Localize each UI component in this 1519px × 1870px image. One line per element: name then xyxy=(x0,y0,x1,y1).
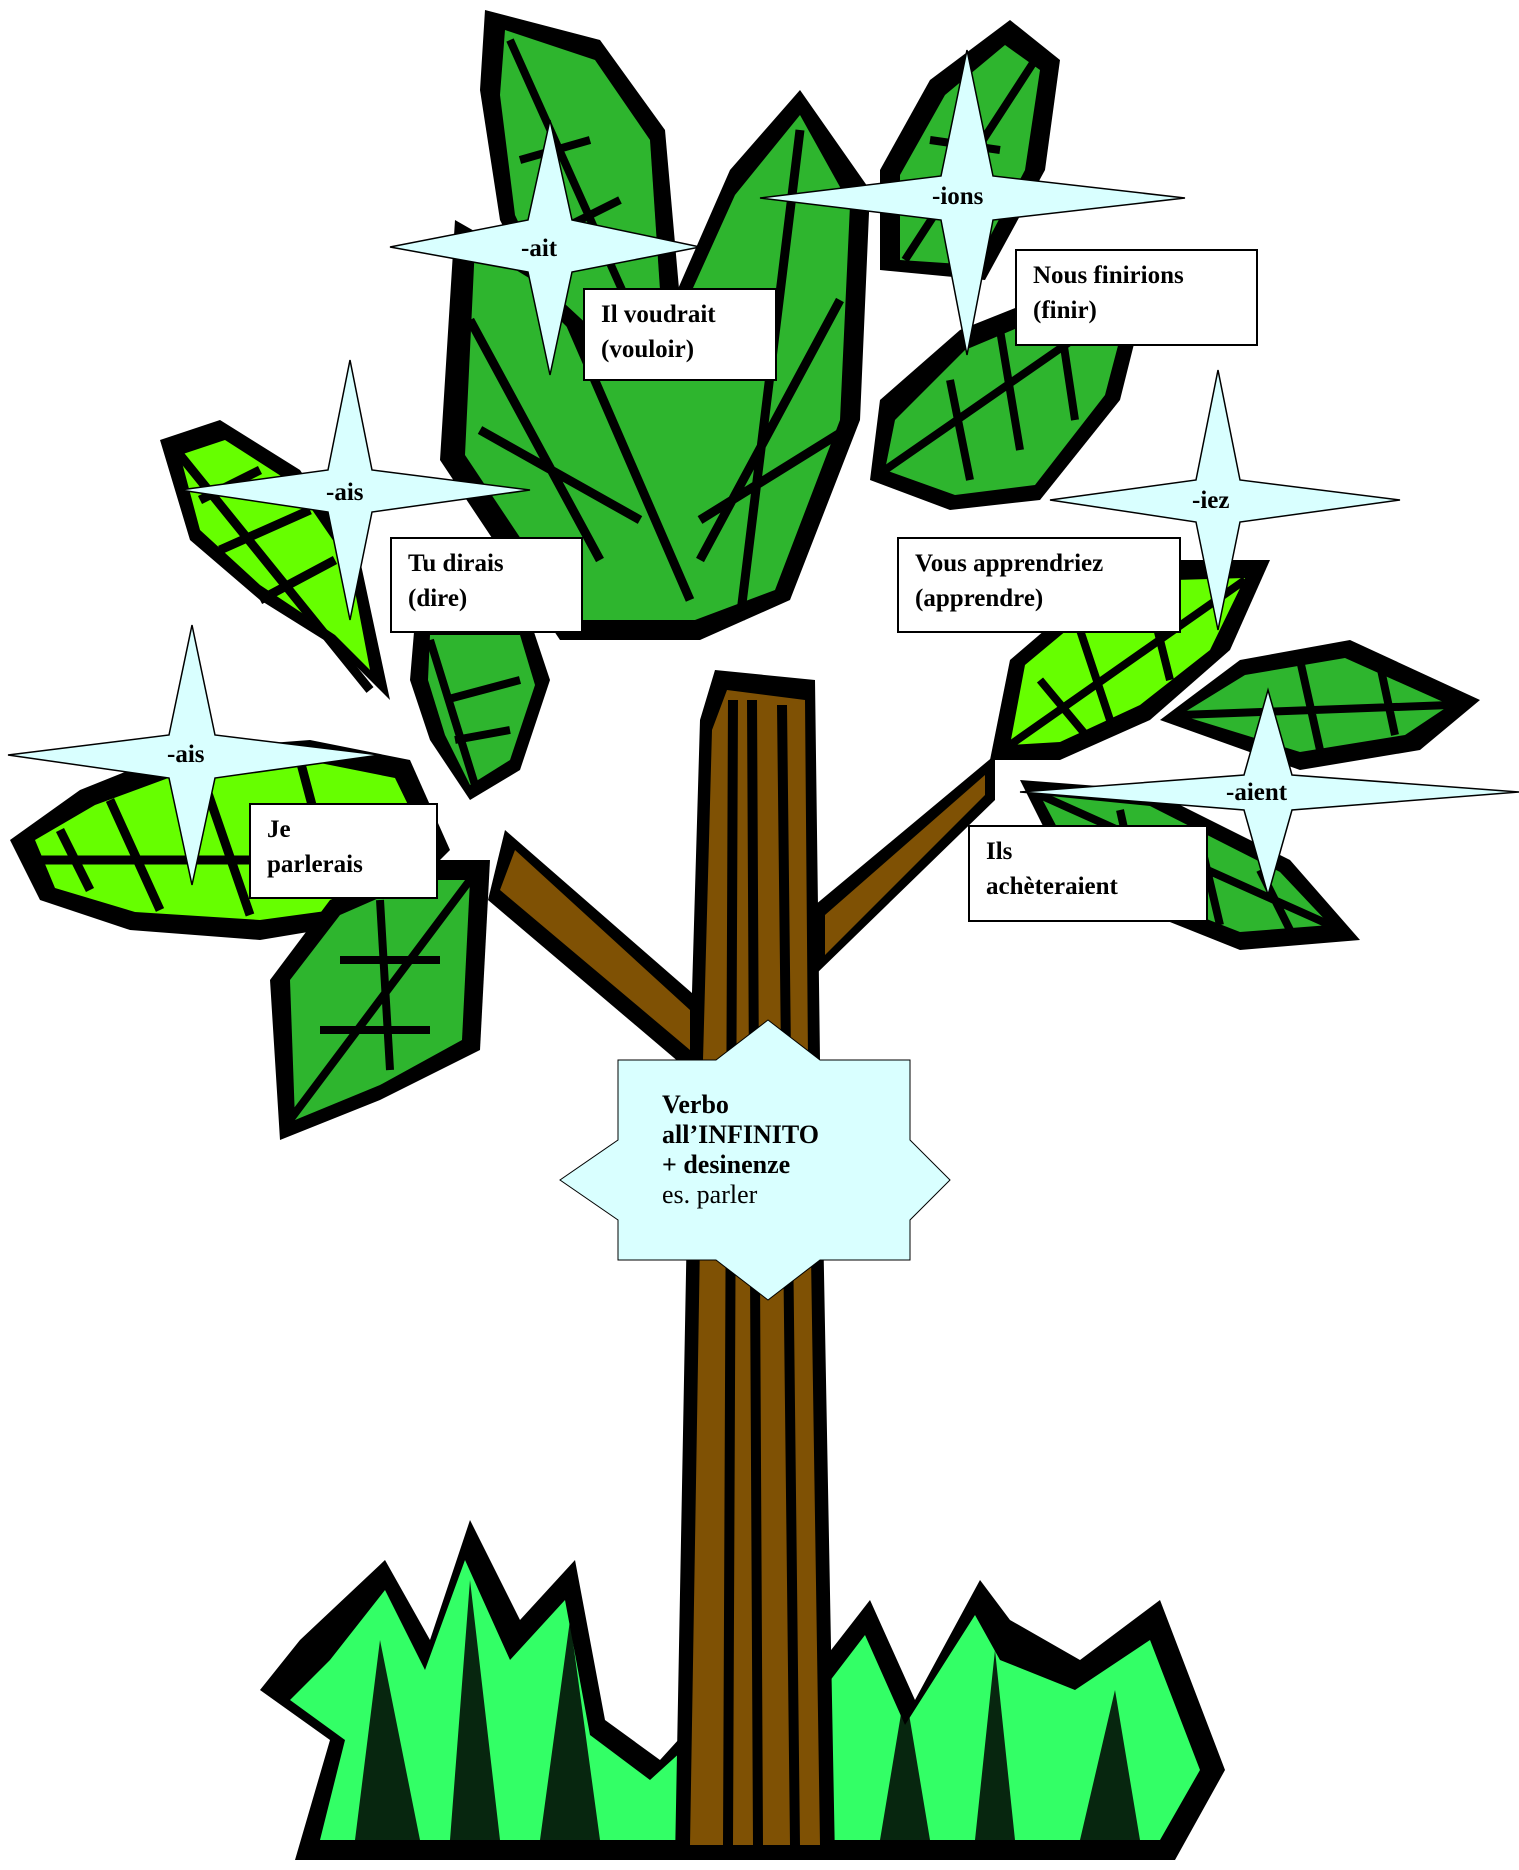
branches xyxy=(488,755,995,1080)
example-nous-line1: Nous finirions xyxy=(1033,262,1184,289)
rule-text: Verbo all’INFINITO + desinenze es. parle… xyxy=(662,1090,819,1210)
star-ait xyxy=(389,119,701,376)
star-iez xyxy=(1049,369,1401,631)
rule-line-infinito: all’INFINITO xyxy=(662,1120,819,1149)
star-ais-je xyxy=(7,624,381,886)
rule-line-desinenze: + desinenze xyxy=(662,1150,791,1179)
example-tu-line2: (dire) xyxy=(408,585,468,612)
example-box-tu: Tu dirais (dire) xyxy=(390,537,583,633)
stars xyxy=(7,49,1519,898)
example-box-nous: Nous finirions (finir) xyxy=(1015,249,1258,346)
star-label-ions: -ions xyxy=(932,183,984,210)
star-ions xyxy=(759,49,1186,356)
example-nous-line2: (finir) xyxy=(1033,297,1097,324)
star-label-ais-tu: -ais xyxy=(326,479,364,506)
star-ais-tu xyxy=(179,359,531,621)
star-label-aient: -aient xyxy=(1226,779,1288,806)
example-box-ils: Ils achèteraient xyxy=(968,825,1208,922)
example-ils-line2: achèteraient xyxy=(986,873,1118,900)
example-tu-line1: Tu dirais xyxy=(408,550,504,577)
example-ils-line1: Ils xyxy=(986,838,1013,865)
rule-line-verbo: Verbo xyxy=(662,1090,729,1119)
star-aient xyxy=(1019,687,1519,898)
example-il-line1: Il voudrait xyxy=(601,301,716,328)
example-il-line2: (vouloir) xyxy=(601,336,695,363)
example-box-il: Il voudrait (vouloir) xyxy=(583,288,777,381)
center-badge xyxy=(559,1019,951,1301)
star-label-ait: -ait xyxy=(521,235,558,262)
rule-line-example: es. parler xyxy=(662,1180,758,1209)
example-vous-line2: (apprendre) xyxy=(915,585,1044,612)
example-je-line1: Je xyxy=(267,816,291,843)
example-vous-line1: Vous apprendriez xyxy=(915,550,1104,577)
star-label-iez: -iez xyxy=(1192,487,1230,514)
example-box-je: Je parlerais xyxy=(249,803,438,899)
star-label-ais-je: -ais xyxy=(167,741,205,768)
example-box-vous: Vous apprendriez (apprendre) xyxy=(897,537,1181,633)
example-je-line2: parlerais xyxy=(267,851,363,878)
